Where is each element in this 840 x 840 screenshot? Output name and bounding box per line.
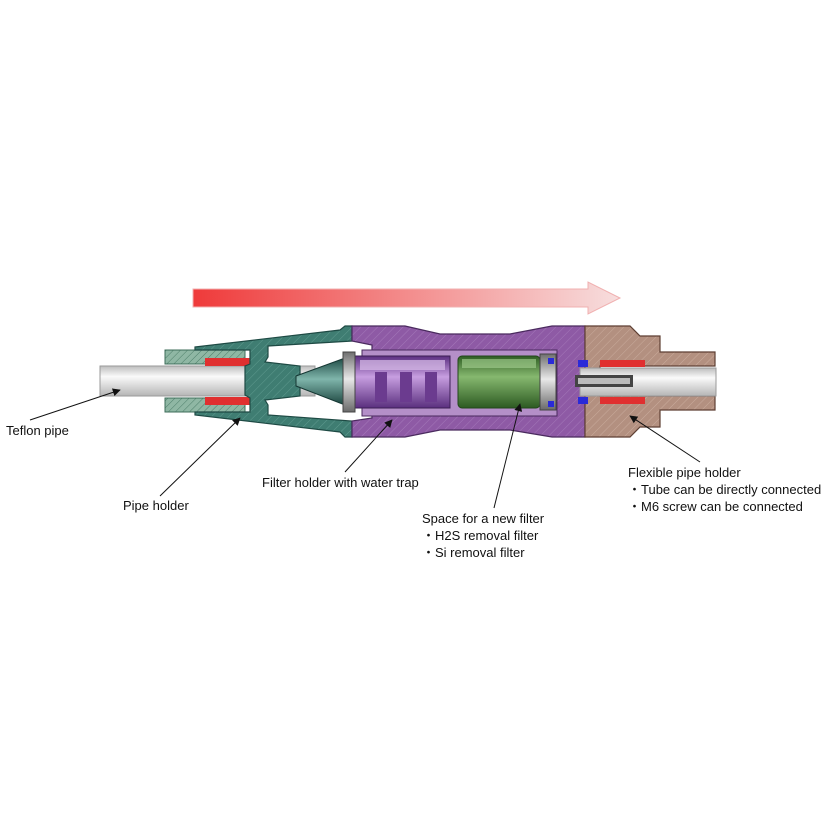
label-filter-space: Space for a new filter ・H2S removal filt… [422,510,544,561]
label-flexible-holder-item: ・M6 screw can be connected [628,499,803,514]
label-flexible-holder-title: Flexible pipe holder [628,465,741,480]
leader-filter-holder [344,419,393,473]
o-ring-bottom [578,397,588,404]
label-teflon-pipe: Teflon pipe [6,422,69,439]
label-flexible-holder-item: ・Tube can be directly connected [628,482,822,497]
label-pipe-holder-text: Pipe holder [123,498,189,513]
leader-filter-space [493,403,523,509]
new-filter-cartridge [457,355,541,409]
label-filter-space-title: Space for a new filter [422,511,545,526]
label-flexible-holder: Flexible pipe holder ・Tube can be direct… [628,464,821,515]
holder-disc-right [539,353,557,411]
label-filter-holder: Filter holder with water trap [262,474,419,491]
o-ring-top [578,360,588,367]
flow-direction-arrow [192,281,622,315]
holder-disc-left [342,351,356,413]
label-filter-space-item: ・H2S removal filter [422,528,539,543]
label-filter-holder-text: Filter holder with water trap [262,475,419,490]
leader-teflon-pipe [29,388,121,421]
water-trap-cartridge [354,355,451,409]
leader-flexible-holder [629,415,701,463]
label-pipe-holder: Pipe holder [123,497,189,514]
leader-pipe-holder [159,417,241,497]
label-filter-space-item: ・Si removal filter [422,545,525,560]
label-teflon-pipe-text: Teflon pipe [6,423,69,438]
